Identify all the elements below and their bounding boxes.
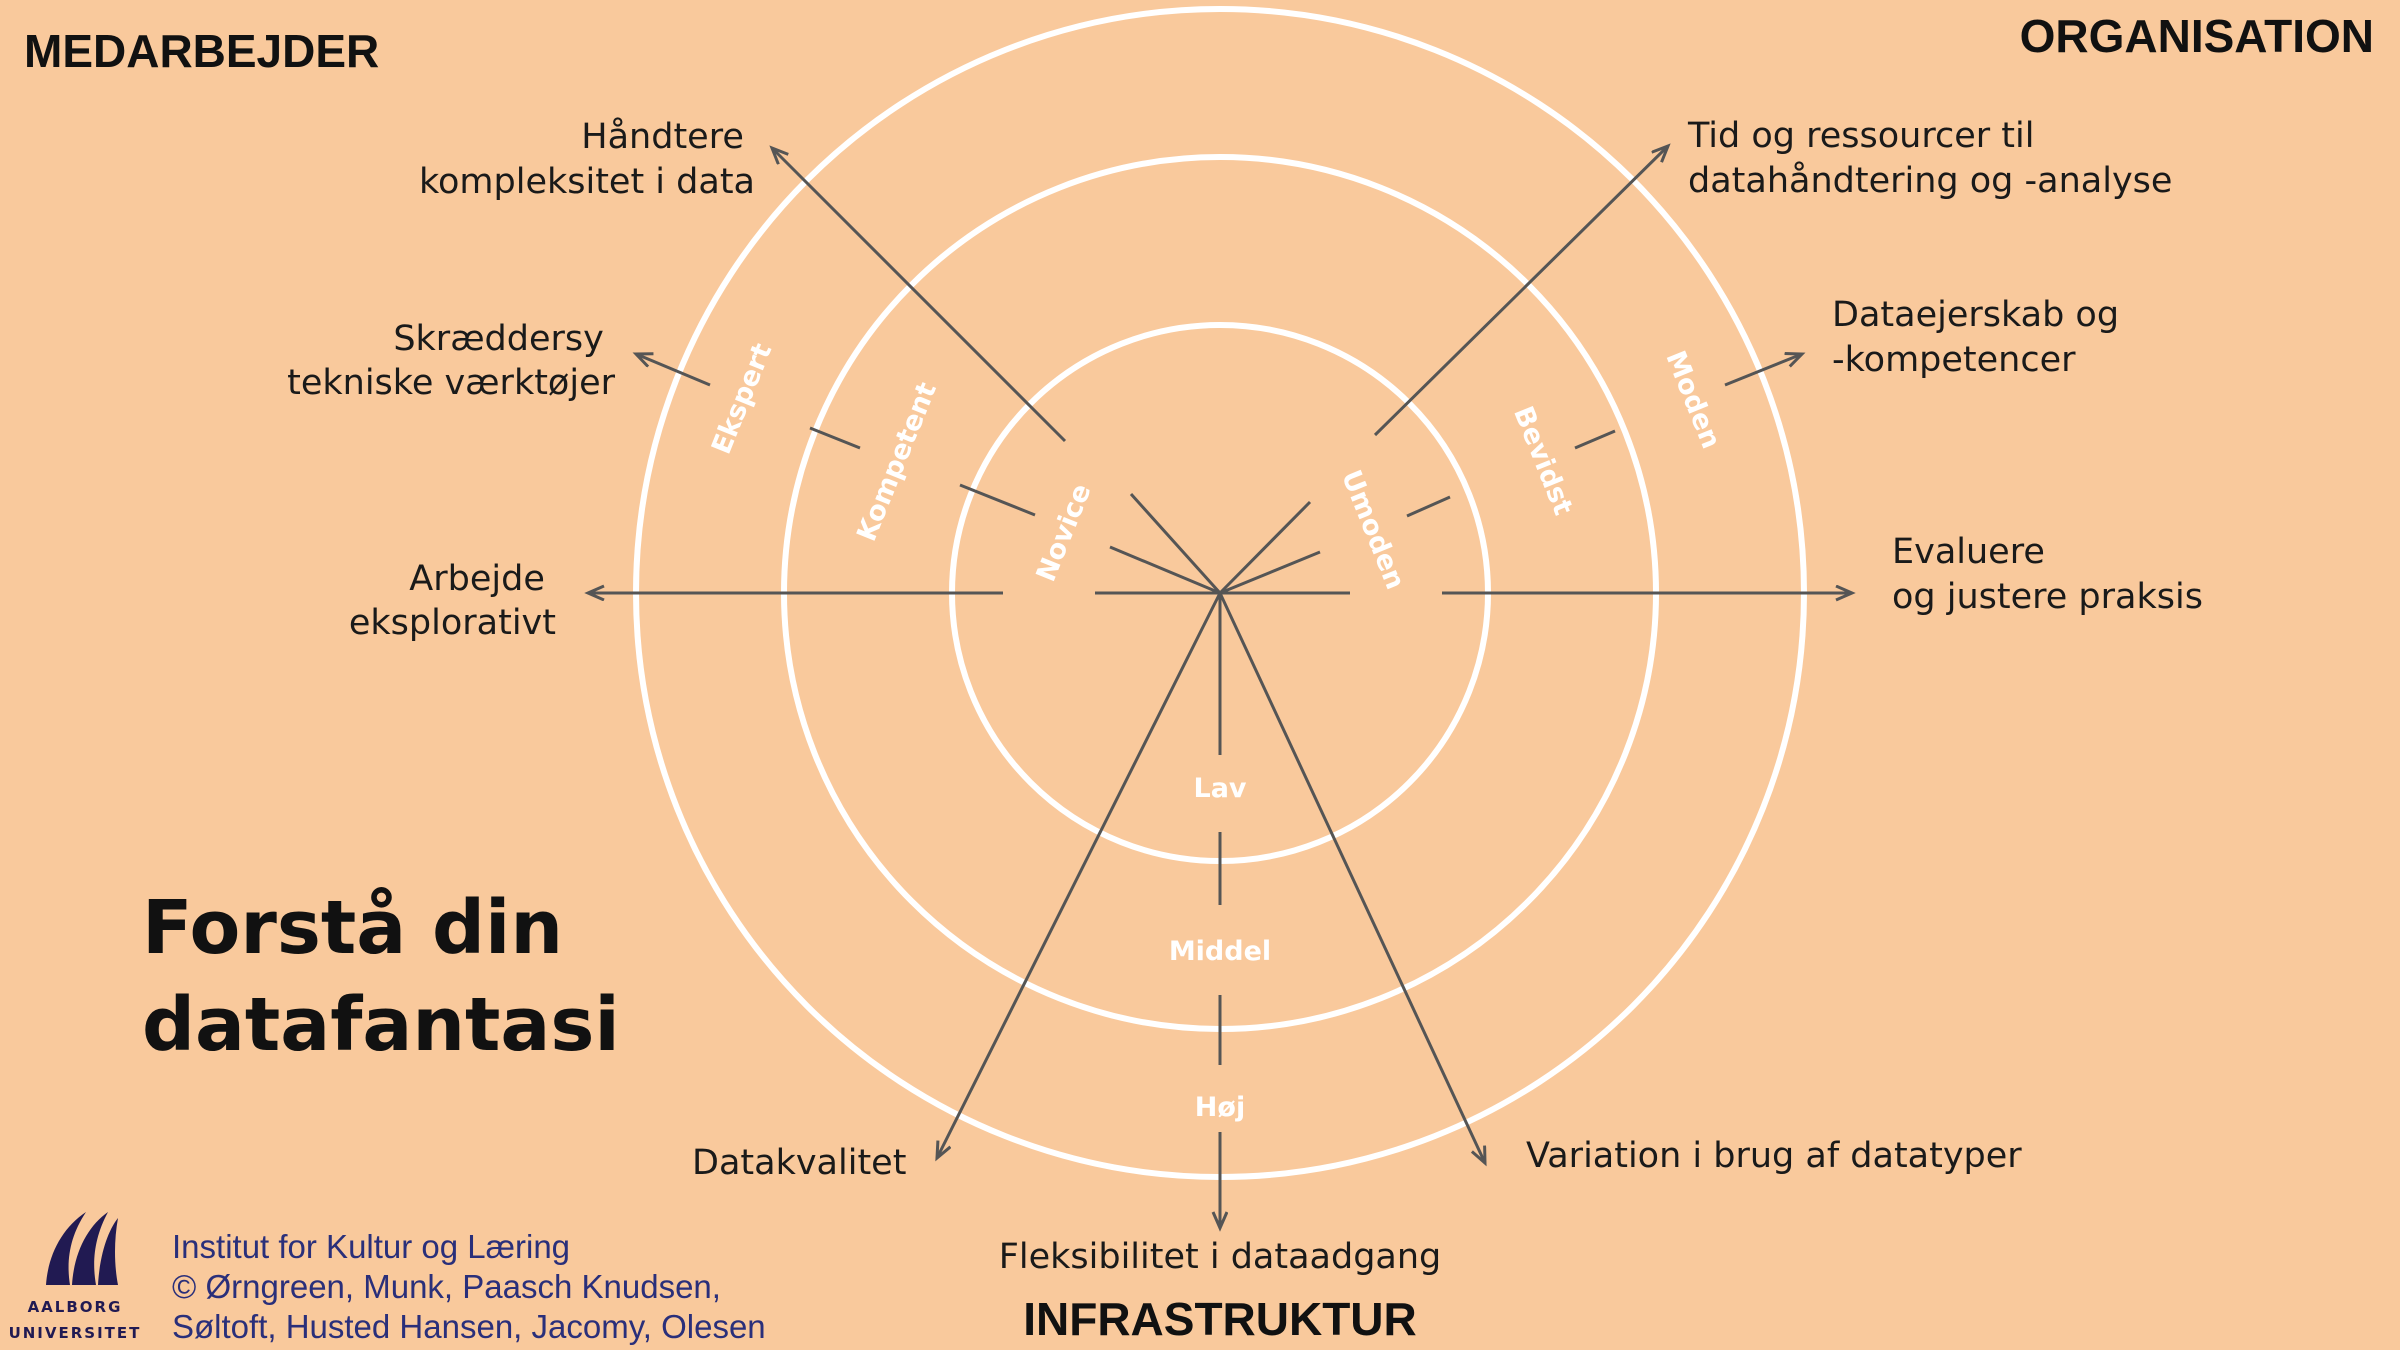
aau-logo-icon: AALBORG UNIVERSITET <box>9 1212 142 1342</box>
axes <box>588 146 1852 1228</box>
axis-label-variation: Variation i brug af datatyper <box>1526 1136 2022 1176</box>
heading-infrastruktur: INFRASTRUKTUR <box>1023 1293 1417 1345</box>
axis-label-arbejde: Arbejde eksplorativt <box>349 559 556 643</box>
axis-label-tid: Tid og ressourcer til datahåndtering og … <box>1687 116 2172 201</box>
axis-handtere-arrow <box>772 148 1067 443</box>
axis-label-dataejerskab: Dataejerskab og -kompetencer <box>1832 295 2130 380</box>
heading-medarbejder: MEDARBEJDER <box>24 25 379 77</box>
axis-skraeddersy-arrow <box>636 354 711 387</box>
ring-label-novice: Novice <box>1031 480 1098 586</box>
axis-label-handtere: Håndtere kompleksitet i data <box>419 116 755 202</box>
axis-variation-arrow <box>1218 592 1485 1163</box>
slide-title: Forstå din datafantasi <box>142 885 620 1068</box>
ring-label-umoden: Umoden <box>1335 466 1411 594</box>
logo-text-line1: AALBORG <box>28 1298 123 1316</box>
axis-tid-arrow <box>1373 146 1668 437</box>
axis-label-evaluere: Evaluere og justere praksis <box>1892 532 2203 617</box>
footer-authors-line1: © Ørngreen, Munk, Paasch Knudsen, <box>172 1268 721 1305</box>
ring-label-hoj: Høj <box>1195 1092 1245 1123</box>
axis-label-skraeddersy: Skræddersy tekniske værktøjer <box>287 319 615 403</box>
ring-label-lav: Lav <box>1193 773 1246 804</box>
logo-text-line2: UNIVERSITET <box>9 1324 142 1342</box>
axis-label-fleksibilitet: Fleksibilitet i dataadgang <box>999 1237 1442 1277</box>
ring-label-middel: Middel <box>1169 936 1271 967</box>
footer-authors-line2: Søltoft, Husted Hansen, Jacomy, Olesen <box>172 1308 766 1345</box>
axis-datakvalitet-arrow <box>937 592 1222 1158</box>
ring-label-moden: Moden <box>1659 347 1726 453</box>
axis-label-datakvalitet: Datakvalitet <box>692 1143 906 1183</box>
ring-label-ekspert: Ekspert <box>706 339 778 459</box>
heading-organisation: ORGANISATION <box>2020 10 2374 62</box>
ring-label-bevidst: Bevidst <box>1507 402 1579 519</box>
ring-label-kompetent: Kompetent <box>851 378 943 546</box>
footer-institute: Institut for Kultur og Læring <box>172 1228 570 1265</box>
axis-dataejerskab-arrow <box>1724 354 1802 387</box>
